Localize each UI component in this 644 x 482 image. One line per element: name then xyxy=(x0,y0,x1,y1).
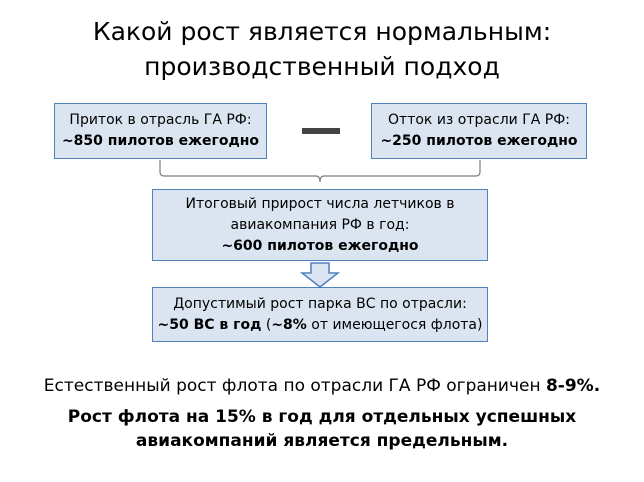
fleet-value-rest: от имеющегося флота) xyxy=(306,316,483,333)
conclusion-line-1: Естественный рост флота по отрасли ГА РФ… xyxy=(0,374,644,398)
conclusion-line-2b: авиакомпаний является предельным. xyxy=(135,431,509,451)
title-line-2: производственный подход xyxy=(144,52,500,81)
outflow-value: ~250 пилотов ежегодно xyxy=(380,133,578,149)
fleet-paren: ( xyxy=(261,316,272,333)
minus-sign-icon xyxy=(302,128,340,134)
inflow-box: Приток в отрасль ГА РФ: ~850 пилотов еже… xyxy=(54,103,267,159)
fleet-value-bold: ~50 ВС в год xyxy=(157,316,262,333)
conclusion-text: Естественный рост флота по отрасли ГА РФ… xyxy=(43,376,546,396)
fleet-growth-box: Допустимый рост парка ВС по отрасли: ~50… xyxy=(152,287,488,342)
fleet-value-line: ~50 ВС в год (~8% от имеющегося флота) xyxy=(153,315,487,336)
conclusion-bold: 8-9%. xyxy=(545,376,601,396)
inflow-value: ~850 пилотов ежегодно xyxy=(61,133,260,149)
merge-bracket-icon xyxy=(159,160,481,183)
fleet-pct: ~8% xyxy=(271,316,307,333)
outflow-box: Отток из отрасли ГА РФ: ~250 пилотов еже… xyxy=(371,103,587,159)
growth-value: ~600 пилотов ежегодно xyxy=(221,237,419,254)
inflow-label: Приток в отрасль ГА РФ: xyxy=(69,112,252,128)
fleet-label: Допустимый рост парка ВС по отрасли: xyxy=(173,295,467,312)
page-title: Какой рост является нормальным: производ… xyxy=(0,14,644,84)
growth-line-2: авиакомпания РФ в год: xyxy=(230,216,410,233)
growth-line-1: Итоговый прирост числа летчиков в xyxy=(185,195,455,212)
title-line-1: Какой рост является нормальным: xyxy=(92,17,552,46)
down-arrow-icon xyxy=(300,262,340,288)
net-growth-box: Итоговый прирост числа летчиков в авиако… xyxy=(152,189,488,261)
outflow-label: Отток из отрасли ГА РФ: xyxy=(388,112,570,128)
conclusion-line-2a: Рост флота на 15% в год для отдельных ус… xyxy=(67,407,577,427)
conclusion-line-2: Рост флота на 15% в год для отдельных ус… xyxy=(0,405,644,453)
